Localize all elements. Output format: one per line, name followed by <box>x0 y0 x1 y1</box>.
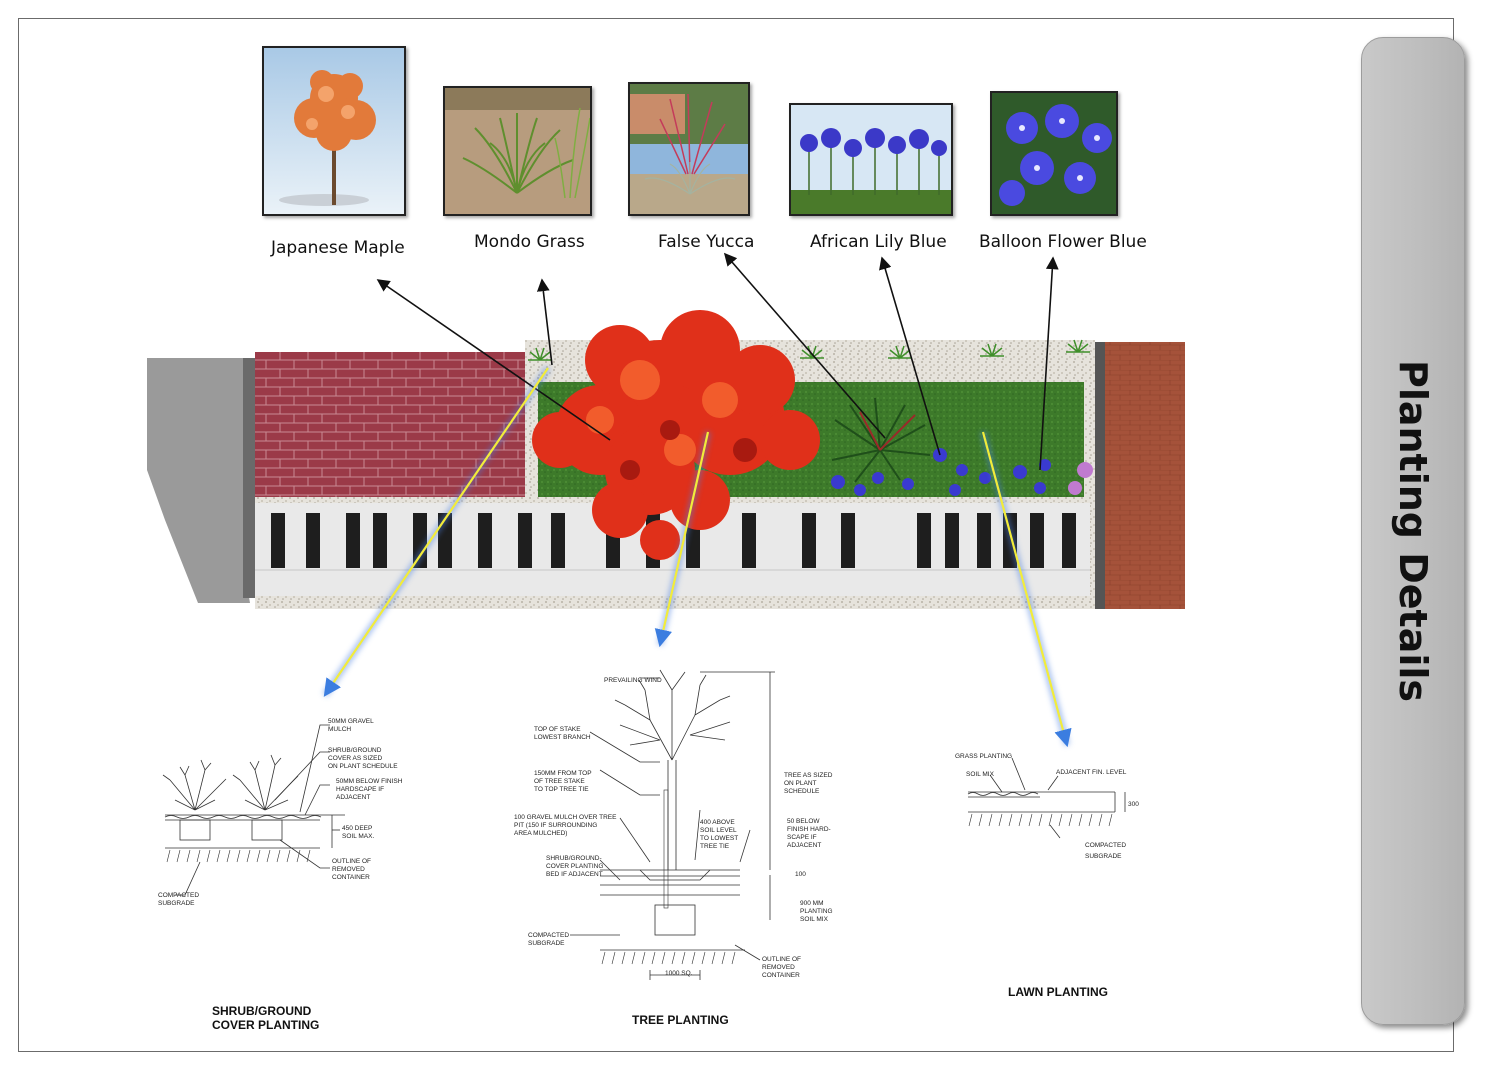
svg-text:100 GRAVEL MULCH OVER TREE: 100 GRAVEL MULCH OVER TREE <box>514 814 617 821</box>
paving-strips <box>255 503 1090 596</box>
mondo-grass-photo <box>443 86 592 216</box>
plant-label-false-yucca: False Yucca <box>658 232 755 252</box>
svg-text:SOIL MAX.: SOIL MAX. <box>342 833 374 840</box>
svg-text:OF TREE STAKE: OF TREE STAKE <box>534 778 585 785</box>
svg-text:ON PLANT SCHEDULE: ON PLANT SCHEDULE <box>328 763 398 770</box>
svg-text:CONTAINER: CONTAINER <box>762 972 800 979</box>
svg-text:REMOVED: REMOVED <box>332 866 365 873</box>
lawn-detail-notes: GRASS PLANTING SOIL MIX ADJACENT FIN. LE… <box>955 753 1139 860</box>
svg-text:ADJACENT: ADJACENT <box>336 794 370 801</box>
svg-text:SOIL LEVEL: SOIL LEVEL <box>700 827 737 834</box>
svg-text:TREE AS SIZED: TREE AS SIZED <box>784 772 833 779</box>
svg-text:PREVAILING WIND: PREVAILING WIND <box>604 677 662 684</box>
svg-text:AREA MULCHED): AREA MULCHED) <box>514 830 567 837</box>
paver-area <box>255 352 525 500</box>
svg-text:50MM BELOW FINISH: 50MM BELOW FINISH <box>336 778 403 785</box>
svg-text:ADJACENT FIN. LEVEL: ADJACENT FIN. LEVEL <box>1056 769 1127 776</box>
svg-text:BED IF ADJACENT: BED IF ADJACENT <box>546 871 603 878</box>
svg-text:900 MM: 900 MM <box>800 900 823 907</box>
svg-text:450 DEEP: 450 DEEP <box>342 825 372 832</box>
svg-text:TREE TIE: TREE TIE <box>700 843 730 850</box>
svg-text:50MM GRAVEL: 50MM GRAVEL <box>328 718 374 725</box>
svg-text:SOIL MIX: SOIL MIX <box>966 771 995 778</box>
african-lily-photo <box>789 103 953 216</box>
japanese-maple-photo <box>262 46 406 216</box>
svg-text:OUTLINE OF: OUTLINE OF <box>332 858 371 865</box>
svg-text:PIT (150 IF SURROUNDING: PIT (150 IF SURROUNDING <box>514 822 597 829</box>
svg-text:ON PLANT: ON PLANT <box>784 780 817 787</box>
svg-text:SHRUB/GROUND: SHRUB/GROUND <box>328 747 382 754</box>
title-panel: Planting Details <box>1361 37 1465 1025</box>
shrub-detail-drawing <box>162 724 345 896</box>
tree-detail-title: TREE PLANTING <box>632 1013 729 1027</box>
lawn-detail-title: LAWN PLANTING <box>1008 985 1108 999</box>
svg-text:SUBGRADE: SUBGRADE <box>1085 853 1122 860</box>
svg-text:CONTAINER: CONTAINER <box>332 874 370 881</box>
svg-text:TOP OF STAKE: TOP OF STAKE <box>534 726 581 733</box>
svg-text:SHRUB/GROUND-: SHRUB/GROUND- <box>546 855 602 862</box>
svg-text:COVER PLANTING: COVER PLANTING <box>546 863 603 870</box>
plant-label-mondo-grass: Mondo Grass <box>474 232 585 252</box>
svg-text:300: 300 <box>1128 801 1139 808</box>
svg-text:GRASS PLANTING: GRASS PLANTING <box>955 753 1012 760</box>
svg-text:SUBGRADE: SUBGRADE <box>158 900 195 907</box>
svg-text:TO TOP TREE TIE: TO TOP TREE TIE <box>534 786 589 793</box>
svg-text:TO LOWEST: TO LOWEST <box>700 835 738 842</box>
svg-text:OUTLINE OF: OUTLINE OF <box>762 956 801 963</box>
svg-text:COMPACTED: COMPACTED <box>528 932 569 939</box>
svg-text:400 ABOVE: 400 ABOVE <box>700 819 735 826</box>
svg-text:100: 100 <box>795 871 806 878</box>
svg-text:COVER AS SIZED: COVER AS SIZED <box>328 755 382 762</box>
lawn-detail-drawing <box>967 757 1126 839</box>
svg-text:SUBGRADE: SUBGRADE <box>528 940 565 947</box>
svg-text:COMPACTED: COMPACTED <box>1085 842 1126 849</box>
false-yucca-photo <box>628 82 750 216</box>
svg-text:150MM FROM TOP: 150MM FROM TOP <box>534 770 592 777</box>
tree-detail-drawing <box>570 669 775 980</box>
grass-tufts <box>528 339 1090 361</box>
svg-text:HARDSCAPE IF: HARDSCAPE IF <box>336 786 384 793</box>
japanese-maple-canopy <box>532 310 820 560</box>
svg-text:1000 SQ.: 1000 SQ. <box>665 970 693 977</box>
shrub-detail-title: SHRUB/GROUND COVER PLANTING <box>212 1004 320 1032</box>
plant-label-african-lily: African Lily Blue <box>810 232 947 252</box>
shrub-detail-notes: 50MM GRAVEL MULCH SHRUB/GROUND COVER AS … <box>158 718 403 907</box>
svg-text:SCAPE IF: SCAPE IF <box>787 834 817 841</box>
svg-text:SCHEDULE: SCHEDULE <box>784 788 820 795</box>
svg-text:FINISH HARD-: FINISH HARD- <box>787 826 831 833</box>
svg-text:PLANTING: PLANTING <box>800 908 833 915</box>
svg-text:COMPACTED: COMPACTED <box>158 892 199 899</box>
yucca-plant <box>831 397 931 483</box>
concrete-sidewalk <box>147 358 255 603</box>
balloon-flower-photo <box>990 91 1118 216</box>
svg-text:ADJACENT: ADJACENT <box>787 842 821 849</box>
svg-text:SOIL MIX: SOIL MIX <box>800 916 829 923</box>
svg-text:MULCH: MULCH <box>328 726 351 733</box>
tree-detail-notes: PREVAILING WIND TOP OF STAKE LOWEST BRAN… <box>514 677 833 979</box>
plant-label-japanese-maple: Japanese Maple <box>271 238 405 258</box>
svg-text:LOWEST BRANCH: LOWEST BRANCH <box>534 734 591 741</box>
plant-label-balloon-flower: Balloon Flower Blue <box>979 232 1147 252</box>
brick-wall <box>1095 342 1185 609</box>
svg-text:REMOVED: REMOVED <box>762 964 795 971</box>
svg-text:50 BELOW: 50 BELOW <box>787 818 820 825</box>
